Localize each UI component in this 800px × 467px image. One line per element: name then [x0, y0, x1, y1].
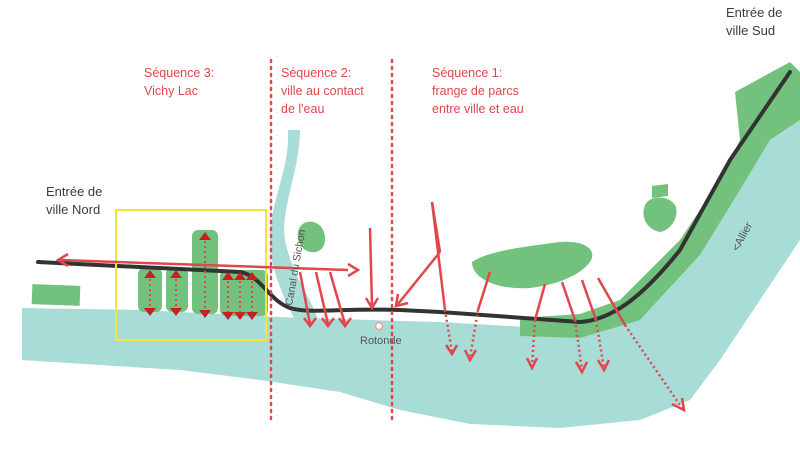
sequence-1-label: Séquence 1: frange de parcs entre ville …	[432, 66, 524, 116]
seq2-arrows	[298, 201, 442, 329]
rotonde-marker	[374, 321, 384, 331]
seq1-arrows	[430, 201, 686, 413]
park-island	[643, 184, 677, 232]
river-allier	[22, 120, 800, 428]
park-sequence1	[472, 241, 593, 289]
park-sequence2	[297, 221, 326, 253]
vichy-lac-frame	[115, 209, 267, 341]
entree-nord-label: Entrée de ville Nord	[46, 184, 103, 217]
canal-du-sichon	[270, 130, 318, 320]
entree-sud-label: Entrée de ville Sud	[726, 5, 783, 38]
vichy-lac-arrow-heads	[144, 232, 258, 320]
sequence-2-label: Séquence 2: ville au contact de l'eau	[281, 66, 364, 116]
arrow-main-east-head	[347, 262, 361, 278]
main-road	[36, 70, 792, 325]
rotonde-label: Rotonde	[360, 335, 402, 347]
vichy-lac-double-arrows	[149, 236, 253, 314]
arrow-main-west	[59, 258, 349, 272]
arrow-main-west-head	[55, 252, 69, 268]
park-west	[31, 284, 81, 306]
park-south-strip	[520, 62, 800, 338]
sequence-3-label: Séquence 3: Vichy Lac	[144, 66, 215, 98]
